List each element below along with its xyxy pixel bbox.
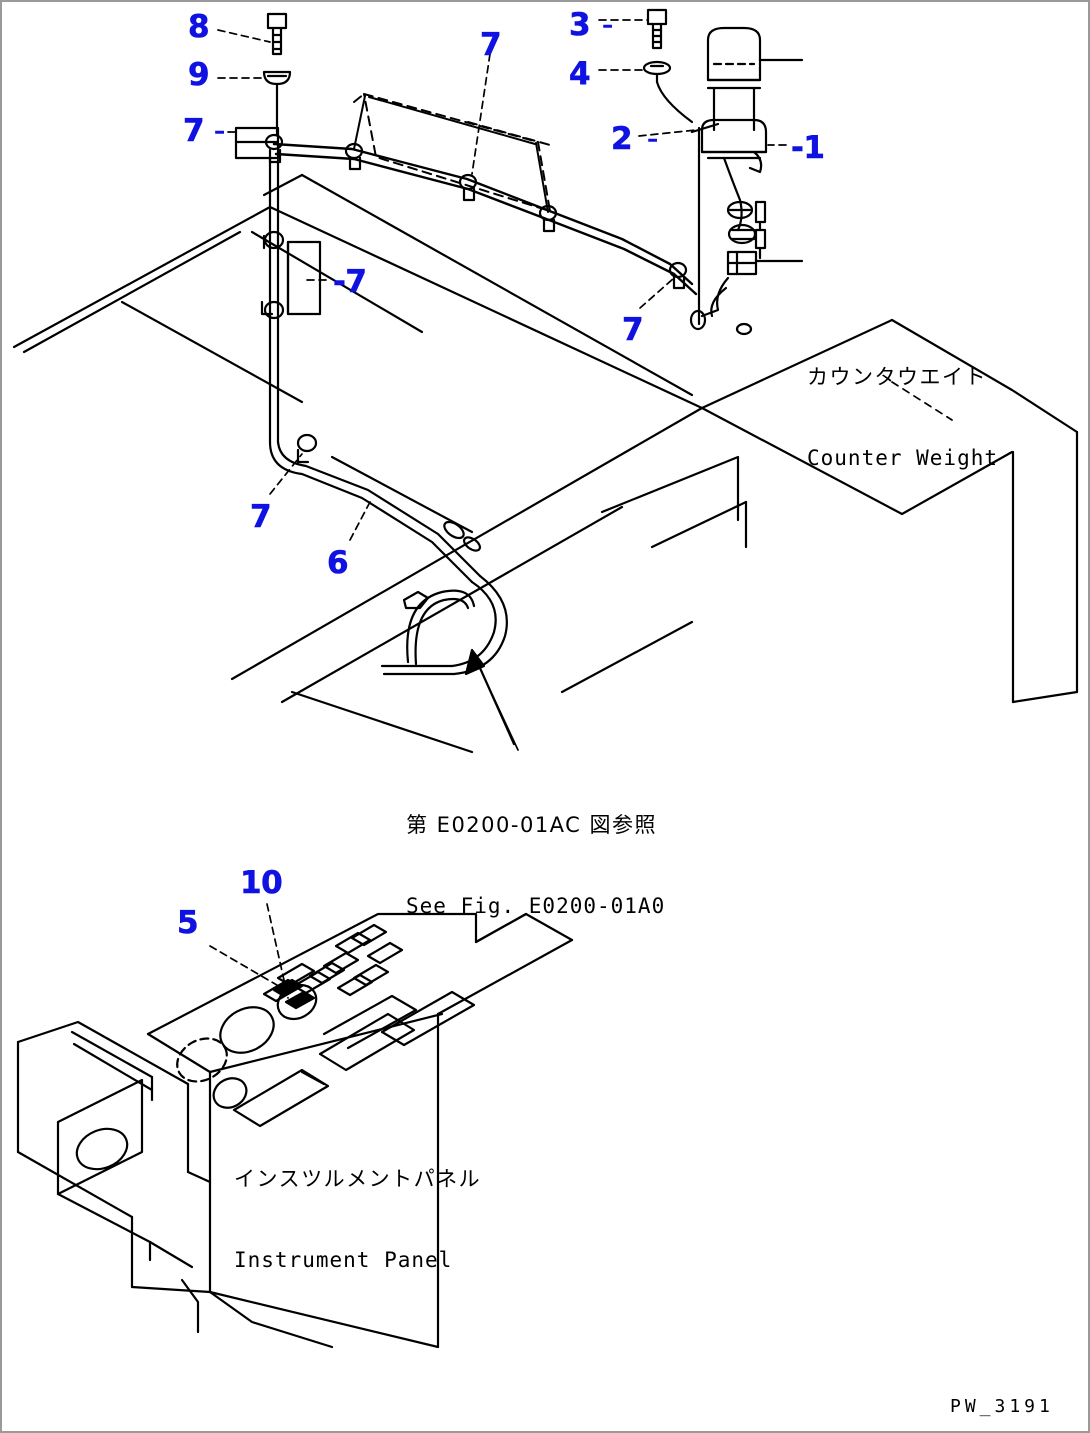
- lamp-assembly: [689, 26, 804, 336]
- counter-weight-english: Counter Weight: [807, 446, 999, 470]
- bolt-item-8: [266, 12, 288, 56]
- callout-5[interactable]: 5: [177, 905, 199, 941]
- callout-7-bracket-plate[interactable]: -7: [333, 264, 368, 300]
- callout-dash-2: -: [647, 121, 659, 157]
- panel-callout-leaders: [209, 903, 289, 999]
- callout-8[interactable]: 8: [188, 9, 210, 45]
- left-mounting-bracket: [234, 126, 280, 160]
- bolt-item-3: [646, 8, 668, 50]
- see-figure-leader: [477, 663, 519, 751]
- figure-code: PW_3191: [950, 1396, 1054, 1417]
- panel-gauges-and-switches: [176, 923, 476, 1128]
- callout-7-lamp-clamp[interactable]: 7: [622, 312, 644, 348]
- counterweight-body-outline: [12, 173, 1079, 754]
- washer-item-4: [642, 60, 694, 124]
- counter-weight-leader: [891, 381, 953, 421]
- see-figure-japanese: 第 E0200-01AC 図参照: [406, 813, 658, 837]
- instrument-panel-japanese: インスツルメントパネル: [234, 1167, 482, 1191]
- instrument-panel-english: Instrument Panel: [234, 1248, 453, 1272]
- clamp-bracket-plates: [353, 93, 551, 212]
- callout-7-top-clamp[interactable]: 7: [480, 27, 502, 63]
- callout-2[interactable]: 2: [611, 121, 633, 157]
- callout-dash-7: -: [214, 113, 226, 149]
- clamp-bracket-plate-1: [353, 95, 549, 213]
- harness-clamp-markers: [264, 133, 688, 290]
- callout-dash-3: -: [602, 7, 614, 43]
- callout-leader-lines: [215, 19, 787, 541]
- counter-weight-japanese: カウンタウエイト: [807, 365, 987, 389]
- instrument-panel-assembly: [16, 912, 574, 1349]
- callout-6[interactable]: 6: [327, 545, 349, 581]
- callout-7-left-bracket[interactable]: 7: [183, 113, 205, 149]
- callout-7-lower-clamp[interactable]: 7: [250, 499, 272, 535]
- instrument-panel-annotation: インスツルメントパネル Instrument Panel: [234, 1112, 481, 1328]
- see-figure-annotation: 第 E0200-01AC 図参照 See Fig. E0200-01A0: [406, 758, 665, 974]
- callout-1[interactable]: -1: [791, 130, 826, 166]
- counter-weight-annotation: カウンタウエイト Counter Weight: [807, 310, 998, 526]
- callout-9[interactable]: 9: [188, 57, 210, 93]
- callout-4[interactable]: 4: [569, 56, 591, 92]
- left-cable-drop: [260, 156, 516, 746]
- washer-item-9: [262, 70, 292, 136]
- see-figure-english: See Fig. E0200-01A0: [406, 894, 666, 918]
- callout-10[interactable]: 10: [240, 865, 283, 901]
- lamp-support-rod: [690, 122, 720, 326]
- callout-3[interactable]: 3: [569, 7, 591, 43]
